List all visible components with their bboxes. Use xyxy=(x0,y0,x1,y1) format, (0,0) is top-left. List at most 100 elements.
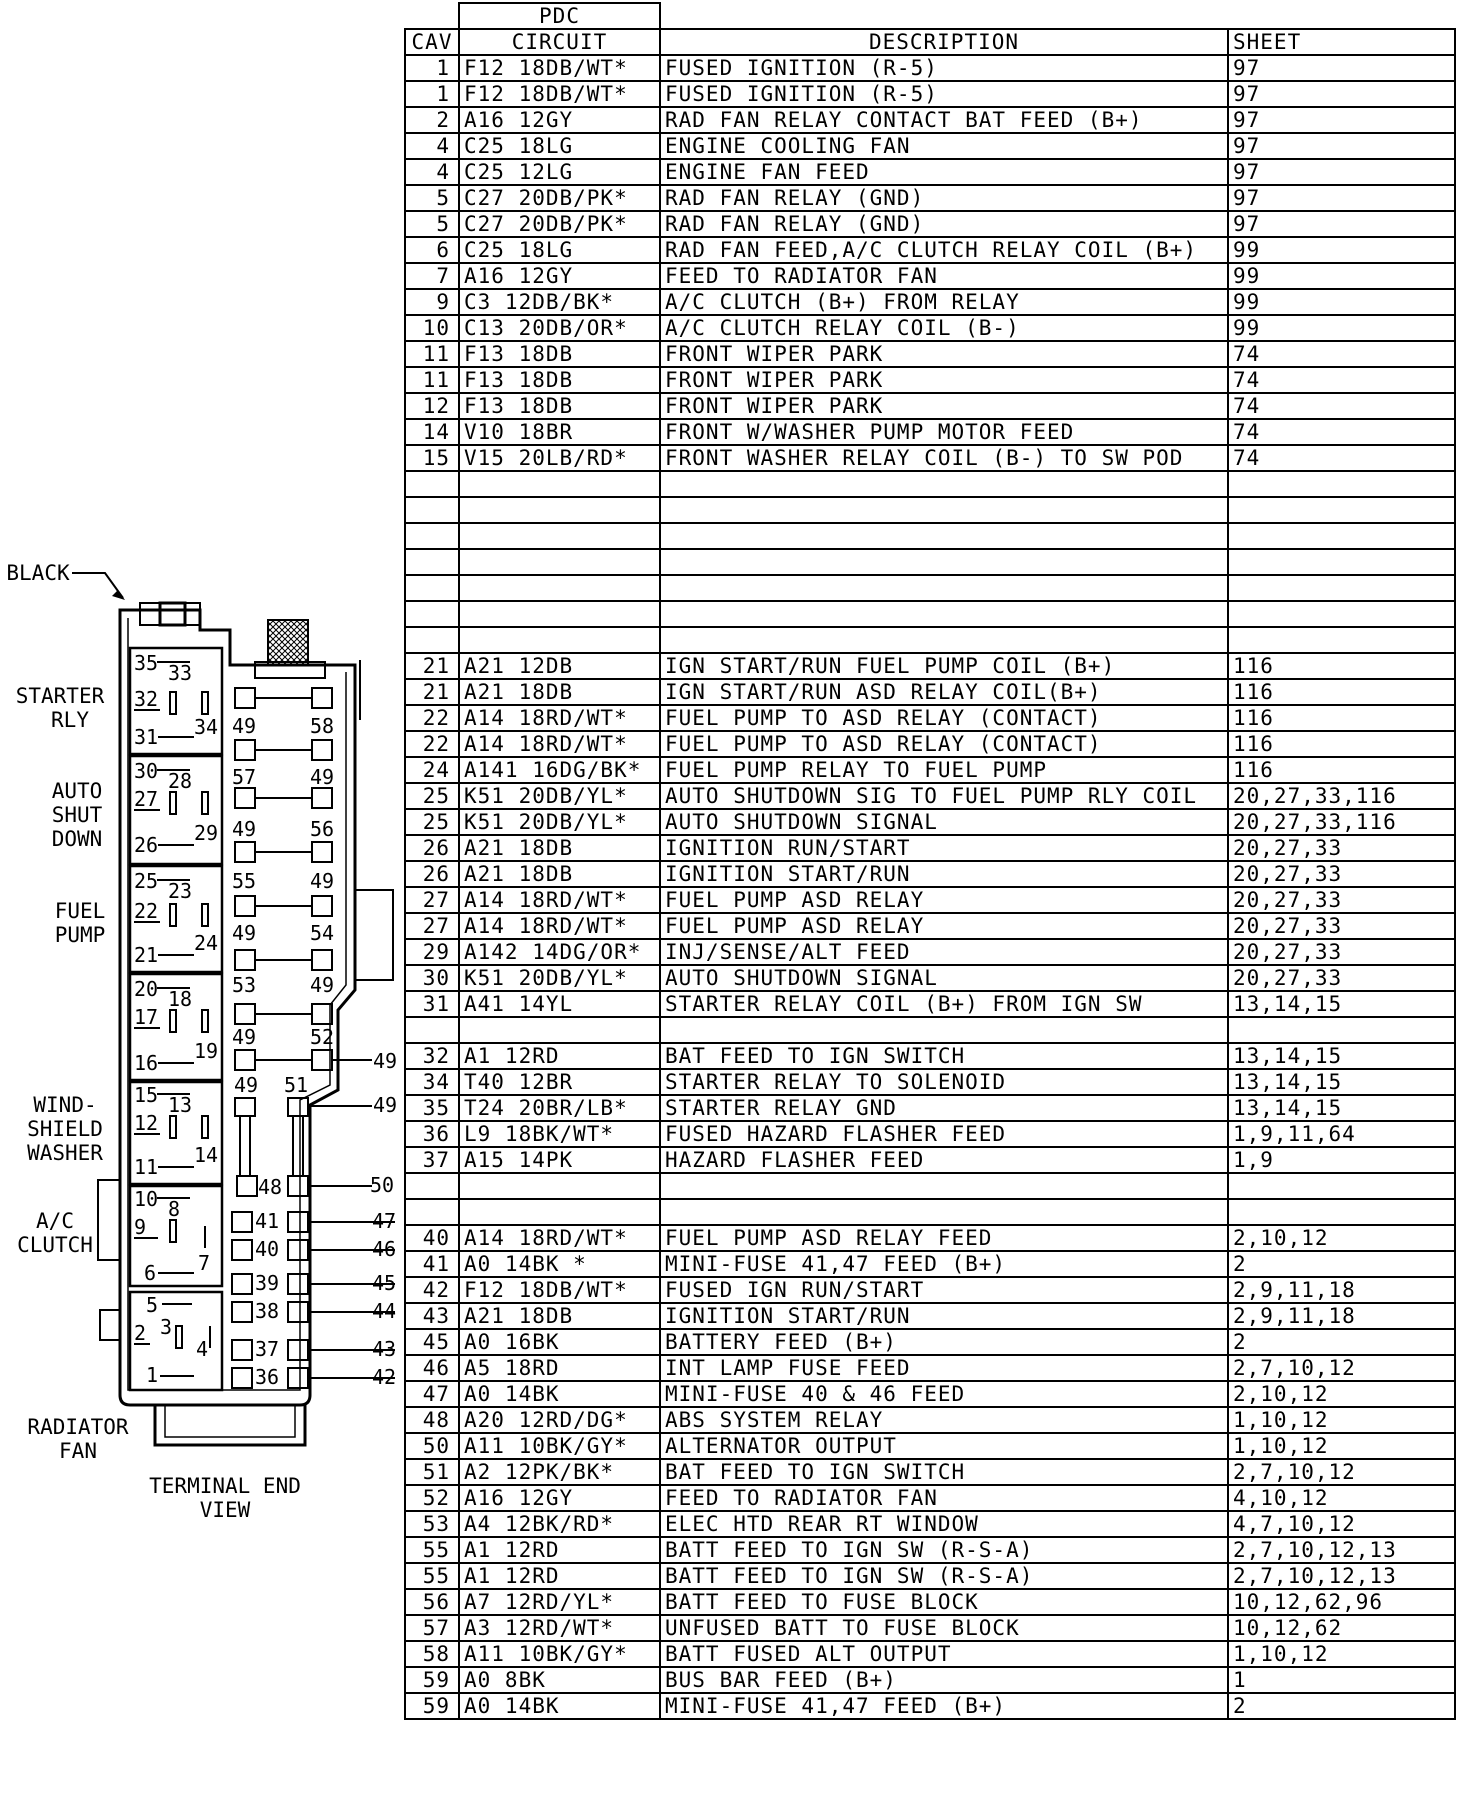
svg-text:43: 43 xyxy=(372,1337,396,1361)
cell-cav: 7 xyxy=(404,262,460,290)
cell-description: BATT FEED TO FUSE BLOCK xyxy=(659,1588,1229,1616)
cell-sheet: 99 xyxy=(1227,236,1456,264)
header-cav: CAV xyxy=(404,28,460,56)
svg-text:30: 30 xyxy=(134,759,158,783)
table-row xyxy=(404,600,1456,628)
cell-sheet: 2,10,12 xyxy=(1227,1380,1456,1408)
svg-text:WIND-: WIND- xyxy=(33,1093,96,1117)
cell-circuit: A3 12RD/WT* xyxy=(458,1614,661,1642)
cell-circuit: A1 12RD xyxy=(458,1536,661,1564)
svg-text:42: 42 xyxy=(372,1365,396,1389)
cell-cav: 25 xyxy=(404,782,460,810)
cell-cav: 53 xyxy=(404,1510,460,1538)
cell-circuit: A14 18RD/WT* xyxy=(458,1224,661,1252)
label-black: BLACK xyxy=(6,561,70,585)
cell-description: ENGINE FAN FEED xyxy=(659,158,1229,186)
cell-description: FRONT WIPER PARK xyxy=(659,366,1229,394)
table-header-row: CAV CIRCUIT DESCRIPTION SHEET xyxy=(404,28,1456,56)
cell-cav: 55 xyxy=(404,1562,460,1590)
cell-cav: 59 xyxy=(404,1692,460,1720)
svg-text:14: 14 xyxy=(194,1143,218,1167)
svg-text:49: 49 xyxy=(232,817,256,841)
svg-text:39: 39 xyxy=(255,1271,279,1295)
cell-circuit: F13 18DB xyxy=(458,392,661,420)
cell-circuit: V10 18BR xyxy=(458,418,661,446)
cell-sheet: 116 xyxy=(1227,704,1456,732)
cell-cav xyxy=(404,600,460,628)
cell-cav: 26 xyxy=(404,860,460,888)
cell-cav: 6 xyxy=(404,236,460,264)
cell-description: BATT FEED TO IGN SW (R-S-A) xyxy=(659,1536,1229,1564)
cell-description: FEED TO RADIATOR FAN xyxy=(659,1484,1229,1512)
cell-cav: 12 xyxy=(404,392,460,420)
cell-cav: 2 xyxy=(404,106,460,134)
cell-circuit: A11 10BK/GY* xyxy=(458,1432,661,1460)
cell-description: A/C CLUTCH (B+) FROM RELAY xyxy=(659,288,1229,316)
cell-sheet xyxy=(1227,522,1456,550)
cell-cav: 43 xyxy=(404,1302,460,1330)
svg-text:STARTER: STARTER xyxy=(16,684,105,708)
cell-cav xyxy=(404,522,460,550)
cell-circuit: C25 18LG xyxy=(458,132,661,160)
cell-sheet: 20,27,33,116 xyxy=(1227,782,1456,810)
cell-sheet: 97 xyxy=(1227,210,1456,238)
cell-cav: 15 xyxy=(404,444,460,472)
cell-description: FUSED IGNITION (R-5) xyxy=(659,54,1229,82)
svg-text:5: 5 xyxy=(146,1293,158,1317)
cell-description xyxy=(659,600,1229,628)
cell-sheet: 116 xyxy=(1227,678,1456,706)
cell-cav: 42 xyxy=(404,1276,460,1304)
cell-description: IGNITION START/RUN xyxy=(659,860,1229,888)
cell-description xyxy=(659,1016,1229,1044)
cell-sheet: 2,9,11,18 xyxy=(1227,1302,1456,1330)
cell-circuit: L9 18BK/WT* xyxy=(458,1120,661,1148)
svg-text:49: 49 xyxy=(373,1049,397,1073)
svg-text:RADIATOR: RADIATOR xyxy=(27,1415,129,1439)
cell-circuit: A1 12RD xyxy=(458,1562,661,1590)
cell-sheet: 116 xyxy=(1227,730,1456,758)
svg-text:55: 55 xyxy=(232,869,256,893)
svg-text:A/C: A/C xyxy=(36,1209,74,1233)
cell-cav: 29 xyxy=(404,938,460,966)
cell-cav: 25 xyxy=(404,808,460,836)
cell-description xyxy=(659,1172,1229,1200)
svg-text:36: 36 xyxy=(255,1365,279,1389)
cell-sheet: 74 xyxy=(1227,418,1456,446)
table-row xyxy=(404,470,1456,498)
cell-circuit: A41 14YL xyxy=(458,990,661,1018)
table-row xyxy=(404,1172,1456,1200)
cell-description: FUEL PUMP ASD RELAY xyxy=(659,886,1229,914)
cell-description: STARTER RELAY COIL (B+) FROM IGN SW xyxy=(659,990,1229,1018)
lower-cavities xyxy=(231,1059,395,1389)
svg-text:FAN: FAN xyxy=(59,1439,97,1463)
cell-description: A/C CLUTCH RELAY COIL (B-) xyxy=(659,314,1229,342)
svg-text:11: 11 xyxy=(134,1155,158,1179)
cell-cav: 35 xyxy=(404,1094,460,1122)
table-row xyxy=(404,626,1456,654)
cell-cav: 27 xyxy=(404,886,460,914)
cell-cav: 40 xyxy=(404,1224,460,1252)
cell-circuit: T24 20BR/LB* xyxy=(458,1094,661,1122)
connector-body-outline xyxy=(118,608,357,1407)
cell-sheet: 20,27,33 xyxy=(1227,886,1456,914)
cell-circuit: V15 20LB/RD* xyxy=(458,444,661,472)
svg-text:15: 15 xyxy=(134,1083,158,1107)
svg-text:AUTO: AUTO xyxy=(52,779,103,803)
cell-circuit: A20 12RD/DG* xyxy=(458,1406,661,1434)
cell-sheet: 2,7,10,12,13 xyxy=(1227,1562,1456,1590)
svg-text:48: 48 xyxy=(258,1175,282,1199)
cell-circuit xyxy=(458,470,661,498)
